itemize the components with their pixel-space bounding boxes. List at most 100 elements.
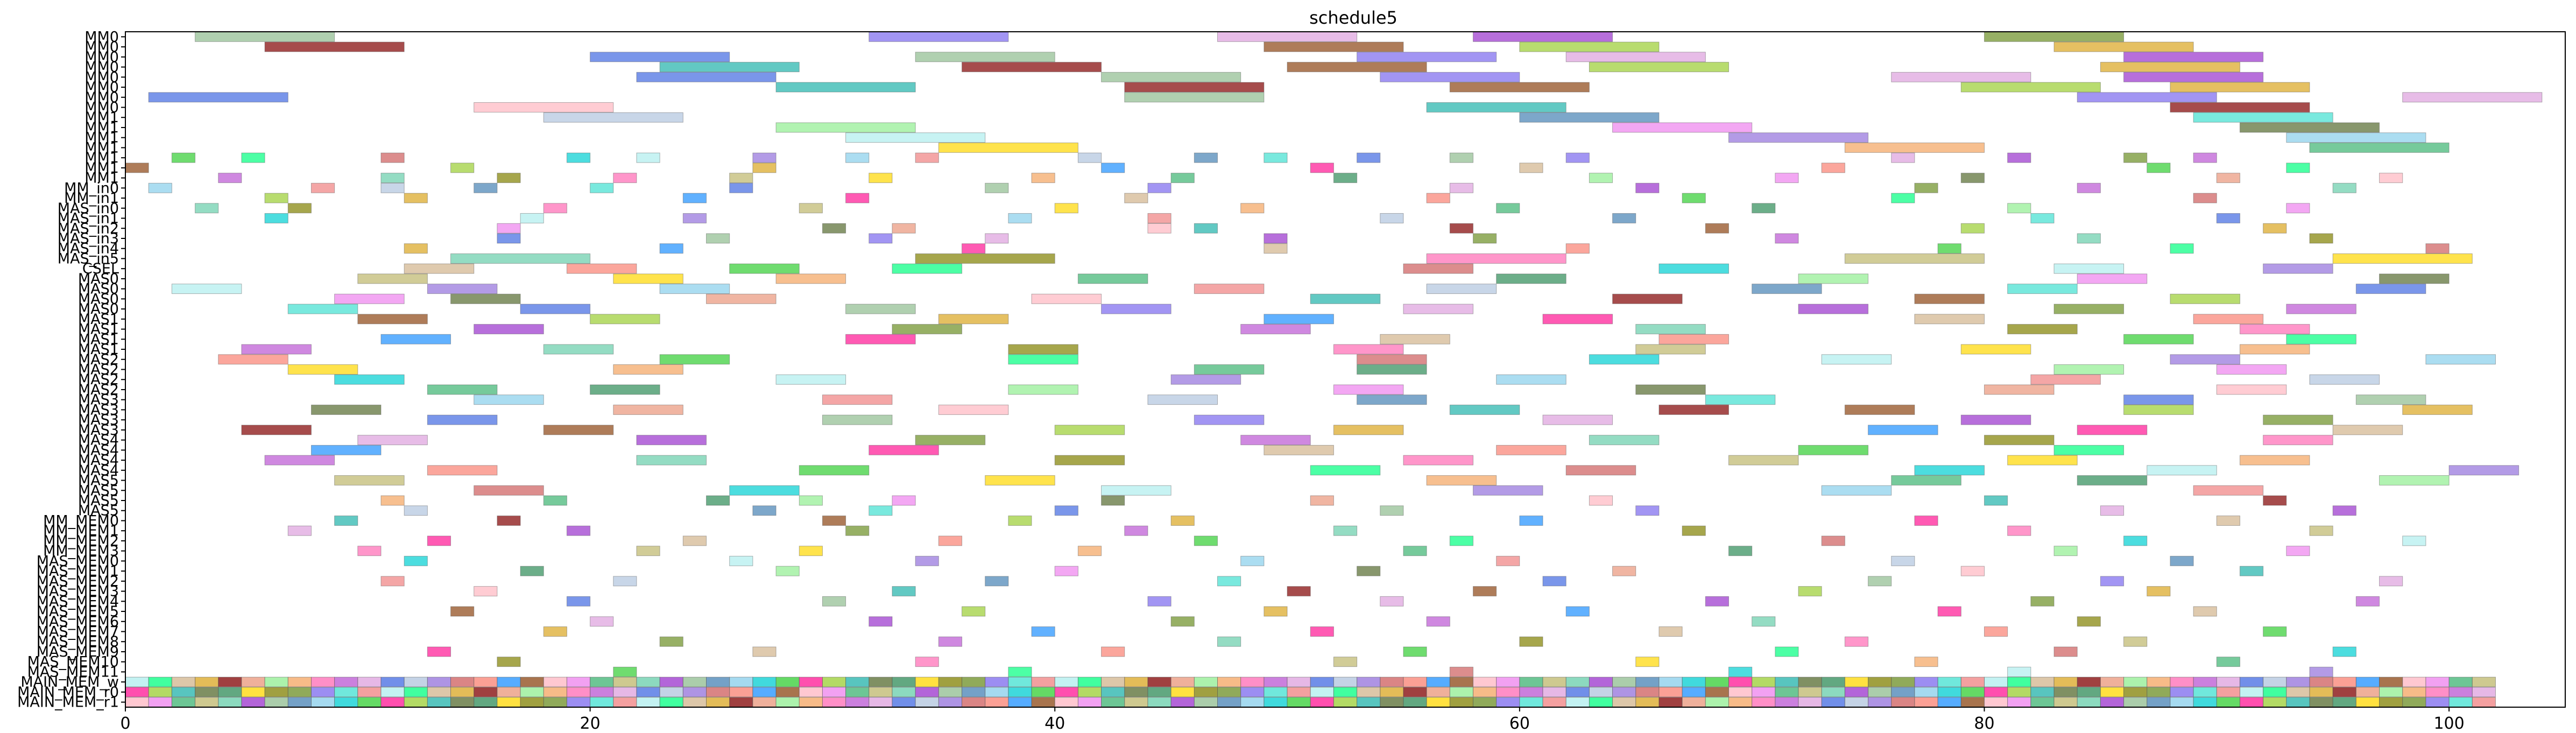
- gantt-bar: [2100, 505, 2125, 516]
- gantt-bar: [1333, 697, 1358, 708]
- gantt-bar: [2286, 163, 2310, 173]
- y-tick-label: MM1: [84, 109, 119, 126]
- gantt-bar: [1449, 152, 1473, 163]
- gantt-bar: [1496, 273, 1566, 284]
- gantt-bar: [962, 687, 986, 697]
- gantt-bar: [2239, 122, 2380, 133]
- gantt-bar: [2332, 687, 2356, 697]
- gantt-bar: [195, 697, 219, 708]
- gantt-bar: [1217, 697, 1241, 708]
- gantt-bar: [845, 193, 870, 203]
- gantt-bar: [1844, 404, 1915, 415]
- gantt-bar: [1310, 697, 1334, 708]
- gantt-bar: [1008, 687, 1032, 697]
- gantt-bar: [659, 284, 730, 294]
- gantt-bar: [938, 676, 963, 687]
- gantt-bar: [1054, 425, 1125, 435]
- gantt-bar: [729, 687, 753, 697]
- y-tick-label: MAS_MEM4: [37, 593, 119, 610]
- gantt-bar: [1287, 687, 1311, 697]
- gantt-bar: [334, 374, 405, 385]
- gantt-bar: [1914, 657, 1938, 667]
- gantt-bar: [1868, 676, 1892, 687]
- gantt-bar: [380, 687, 405, 697]
- gantt-bar: [1775, 233, 1799, 244]
- gantt-bar: [985, 687, 1009, 697]
- gantt-bar: [125, 676, 149, 687]
- gantt-bar: [915, 152, 939, 163]
- gantt-bar: [729, 697, 753, 708]
- gantt-bar: [543, 697, 567, 708]
- gantt-bar: [357, 273, 428, 284]
- gantt-bar: [1658, 697, 1683, 708]
- y-tick-label: MAS_MEM0: [37, 553, 119, 569]
- gantt-bar: [2332, 697, 2356, 708]
- gantt-bar: [1449, 82, 1590, 93]
- gantt-bar: [497, 173, 521, 184]
- gantt-bar: [2193, 606, 2217, 617]
- gantt-bar: [1960, 344, 2031, 355]
- gantt-bar: [775, 687, 800, 697]
- gantt-bar: [1658, 676, 1683, 687]
- gantt-bar: [1658, 263, 1729, 274]
- gantt-bar: [2170, 555, 2194, 566]
- y-tick-label: MM0: [84, 79, 119, 96]
- gantt-bar: [938, 687, 963, 697]
- gantt-bar: [1333, 687, 1358, 697]
- gantt-bar: [1496, 374, 1566, 385]
- gantt-bar: [404, 676, 428, 687]
- gantt-bar: [125, 697, 149, 708]
- gantt-bar: [1589, 435, 1660, 446]
- gantt-bar: [1426, 616, 1450, 627]
- y-tick-label: MAS0: [78, 281, 119, 298]
- gantt-bar: [822, 697, 846, 708]
- gantt-bar: [404, 243, 428, 254]
- y-tick-label: MAS5: [78, 473, 119, 489]
- gantt-bar: [1635, 697, 1660, 708]
- gantt-bar: [938, 314, 1009, 325]
- y-tick-label: MM0: [84, 39, 119, 55]
- gantt-bar: [171, 284, 242, 294]
- gantt-bar: [1264, 152, 1288, 163]
- gantt-bar: [1960, 676, 1985, 687]
- gantt-bar: [2007, 697, 2031, 708]
- y-tick-label: MAS4: [78, 452, 119, 469]
- gantt-bar: [1194, 223, 1218, 234]
- gantt-bar: [380, 334, 451, 344]
- gantt-bar: [2286, 304, 2356, 314]
- gantt-bar: [1403, 687, 1427, 697]
- gantt-bar: [822, 515, 846, 526]
- gantt-bar: [1705, 676, 1729, 687]
- gantt-bar: [2216, 213, 2240, 224]
- gantt-bar: [915, 555, 939, 566]
- gantt-bar: [799, 687, 823, 697]
- gantt-bar: [1891, 475, 1961, 486]
- gantt-bar: [1240, 435, 1311, 446]
- gantt-bar: [1868, 687, 1892, 697]
- gantt-bar: [892, 697, 916, 708]
- gantt-bar: [2263, 626, 2287, 637]
- gantt-bar: [2309, 374, 2380, 385]
- gantt-bar: [1728, 687, 1753, 697]
- gantt-bar: [2309, 142, 2450, 153]
- gantt-bar: [1798, 445, 1869, 455]
- gantt-bar: [2030, 687, 2055, 697]
- gantt-bar: [334, 293, 405, 304]
- y-tick-label: MAS5: [78, 503, 119, 519]
- gantt-bar: [636, 546, 660, 556]
- gantt-bar: [2100, 62, 2240, 73]
- gantt-bar: [613, 364, 683, 375]
- gantt-bar: [1937, 687, 1961, 697]
- gantt-bar: [822, 676, 846, 687]
- gantt-bar: [2053, 263, 2125, 274]
- gantt-bar: [752, 163, 777, 173]
- gantt-bar: [1891, 72, 2031, 82]
- gantt-bar: [2239, 455, 2310, 466]
- gantt-bar: [357, 697, 382, 708]
- gantt-bar: [1264, 314, 1334, 325]
- gantt-bar: [2007, 666, 2031, 677]
- gantt-bar: [962, 676, 986, 687]
- gantt-bar: [1217, 576, 1241, 587]
- gantt-bar: [2448, 697, 2473, 708]
- y-tick-label: MAS3: [78, 392, 119, 408]
